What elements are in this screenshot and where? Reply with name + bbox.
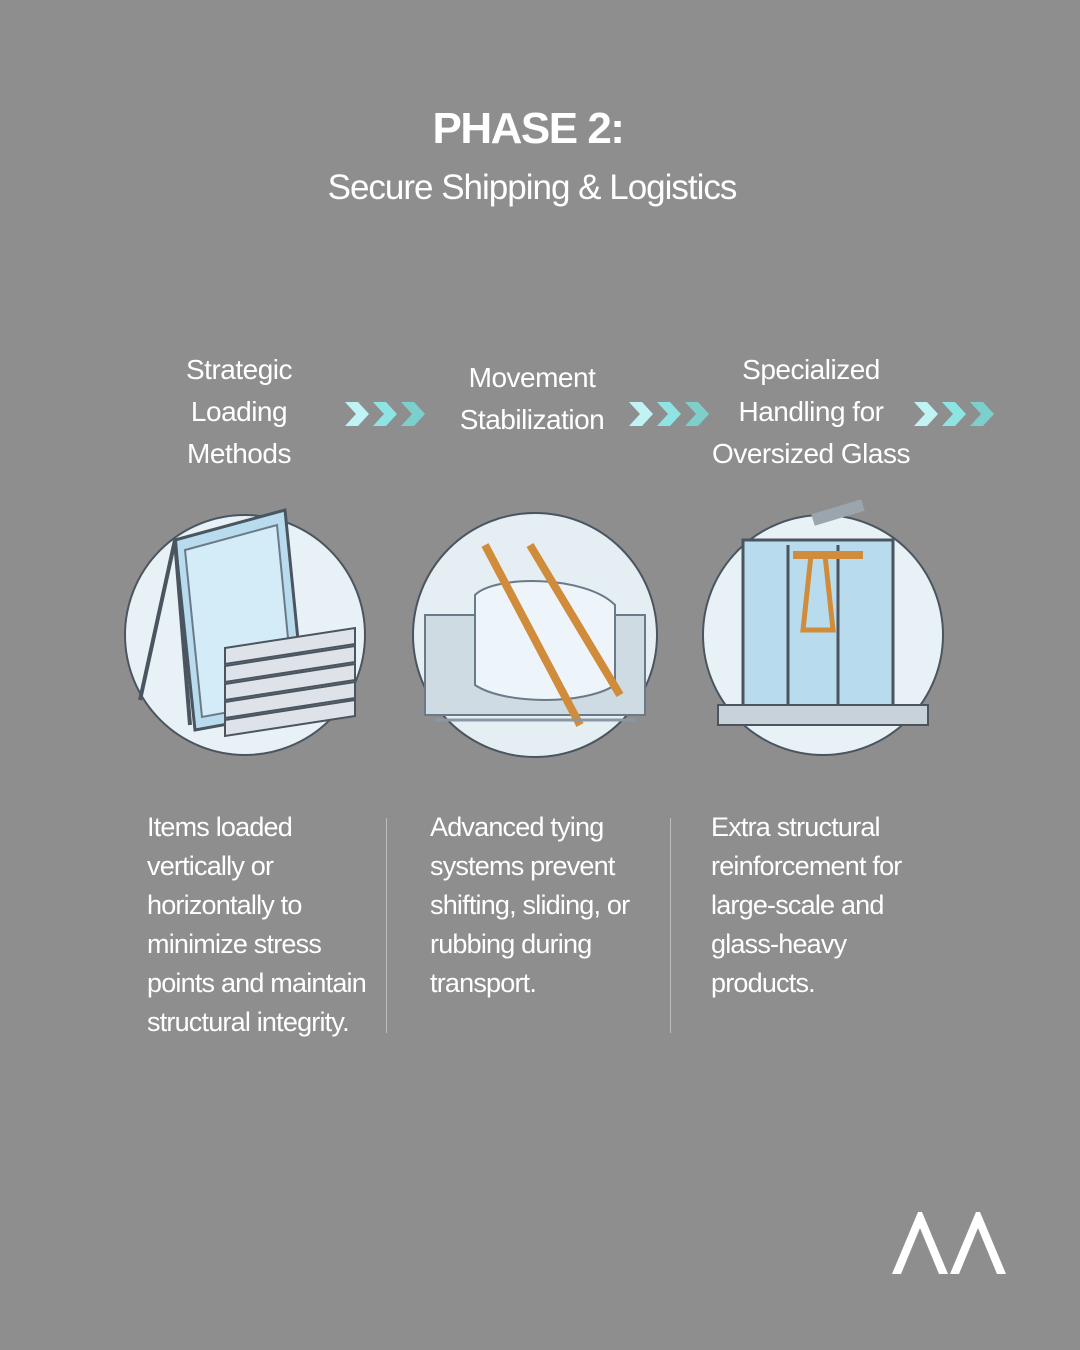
column-divider (386, 818, 387, 1033)
step-1-heading: Strategic Loading Methods (109, 349, 369, 475)
step-2-description: Advanced tying systems prevent shifting,… (430, 812, 630, 998)
page-title: PHASE 2: (432, 104, 625, 153)
chevron-arrows-icon (629, 402, 709, 426)
column-divider (670, 818, 671, 1033)
page-subtitle: Secure Shipping & Logistics (327, 168, 738, 207)
chevron-arrows-icon (914, 402, 994, 426)
step-3-description: Extra structural reinforcement for large… (711, 812, 902, 998)
heading-line: Loading (190, 396, 288, 427)
heading-line: Movement (468, 362, 596, 393)
crane-lifted-glass-icon (702, 500, 944, 756)
heading-line: Stabilization (459, 404, 605, 435)
heading-line: Specialized (742, 354, 880, 385)
step-2-heading: Movement Stabilization (402, 357, 662, 441)
brand-logo (892, 1212, 1006, 1274)
heading-line: Methods (187, 438, 291, 469)
step-1-description: Items loaded vertically or horizontally … (147, 812, 367, 1037)
glass-panels-stacked-icon (124, 508, 366, 756)
strapped-cargo-icon (412, 512, 658, 758)
heading-line: Strategic (186, 354, 293, 385)
step-3-heading: Specialized Handling for Oversized Glass (681, 349, 941, 475)
heading-line: Handling for (738, 396, 884, 427)
heading-line: Oversized Glass (712, 438, 910, 469)
chevron-arrows-icon (345, 402, 425, 426)
